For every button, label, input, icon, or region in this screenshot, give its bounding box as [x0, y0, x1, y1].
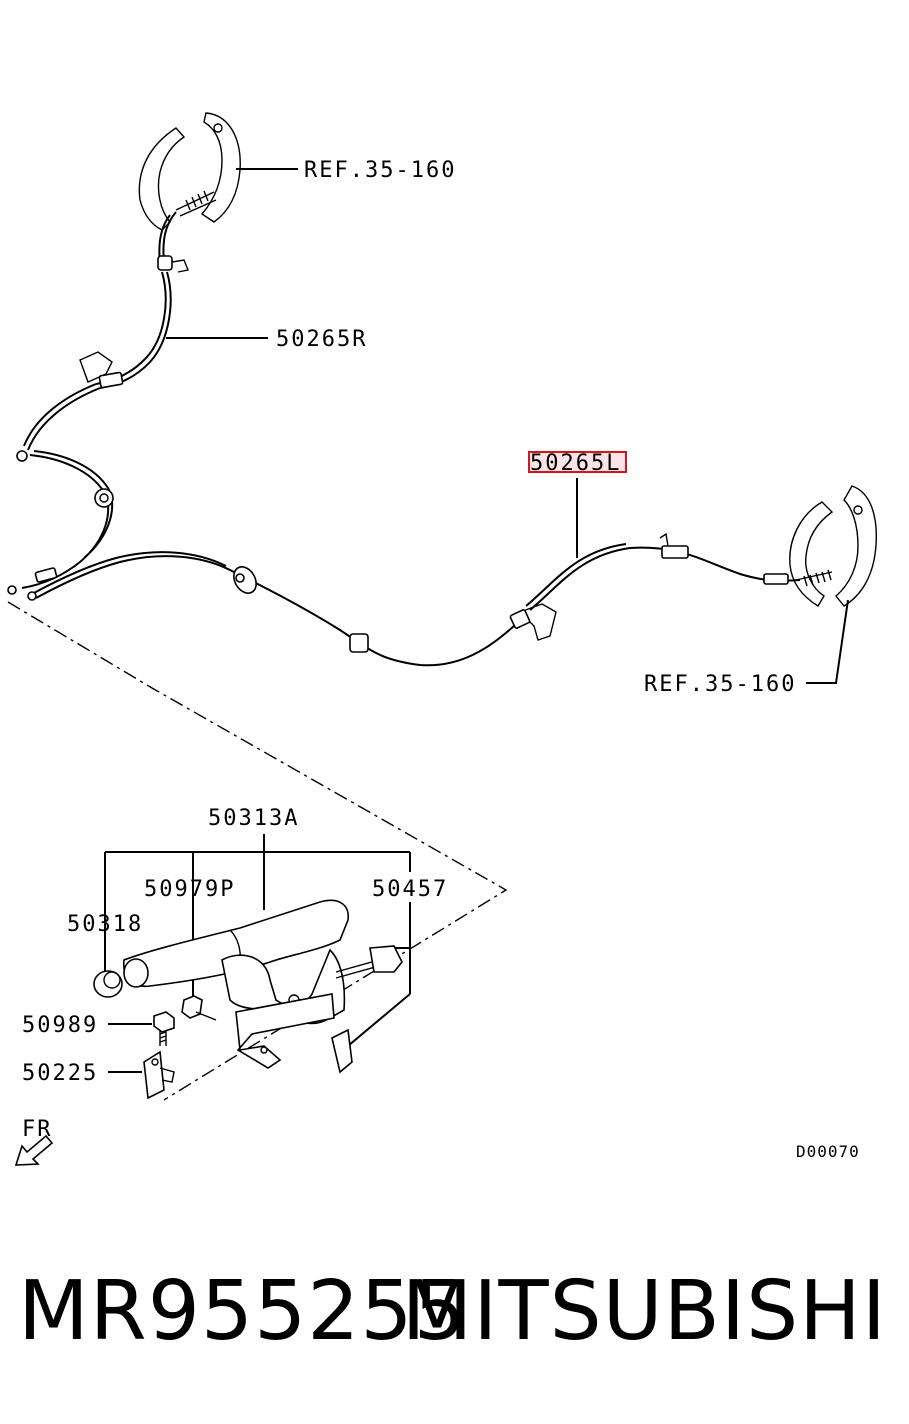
leader-lines — [104, 168, 849, 1073]
brake-shoe-right — [138, 112, 241, 231]
cable-50265L — [27, 532, 833, 667]
callout-50318: 50318 — [67, 912, 143, 937]
brand-name: MITSUBISHI — [401, 1264, 887, 1359]
highlight-box — [528, 451, 627, 473]
parking-brake-lever — [93, 899, 403, 1100]
cable-50265R — [7, 211, 189, 595]
callout-50265R: 50265R — [276, 327, 367, 352]
brake-shoe-left — [789, 485, 877, 607]
callout-ref-bottom: REF.35-160 — [644, 672, 796, 697]
callout-50225: 50225 — [22, 1061, 98, 1086]
callout-50457: 50457 — [372, 877, 448, 902]
front-direction-marker: FR — [14, 1117, 54, 1166]
part-caption: MR955255 MITSUBISHI — [0, 1262, 909, 1382]
arrow-down-left-icon — [14, 1134, 54, 1166]
callout-50313A: 50313A — [208, 806, 299, 831]
drawing-code: D00070 — [796, 1142, 860, 1161]
part-number: MR955255 — [18, 1264, 467, 1359]
callout-50979P: 50979P — [144, 877, 235, 902]
callout-50265L[interactable]: 50265L — [530, 451, 621, 476]
callout-ref-top: REF.35-160 — [304, 158, 456, 183]
callout-50989: 50989 — [22, 1013, 98, 1038]
parking-brake-cable-diagram: REF.35-160 50265R 50265L REF.35-160 5031… — [7, 112, 877, 1166]
